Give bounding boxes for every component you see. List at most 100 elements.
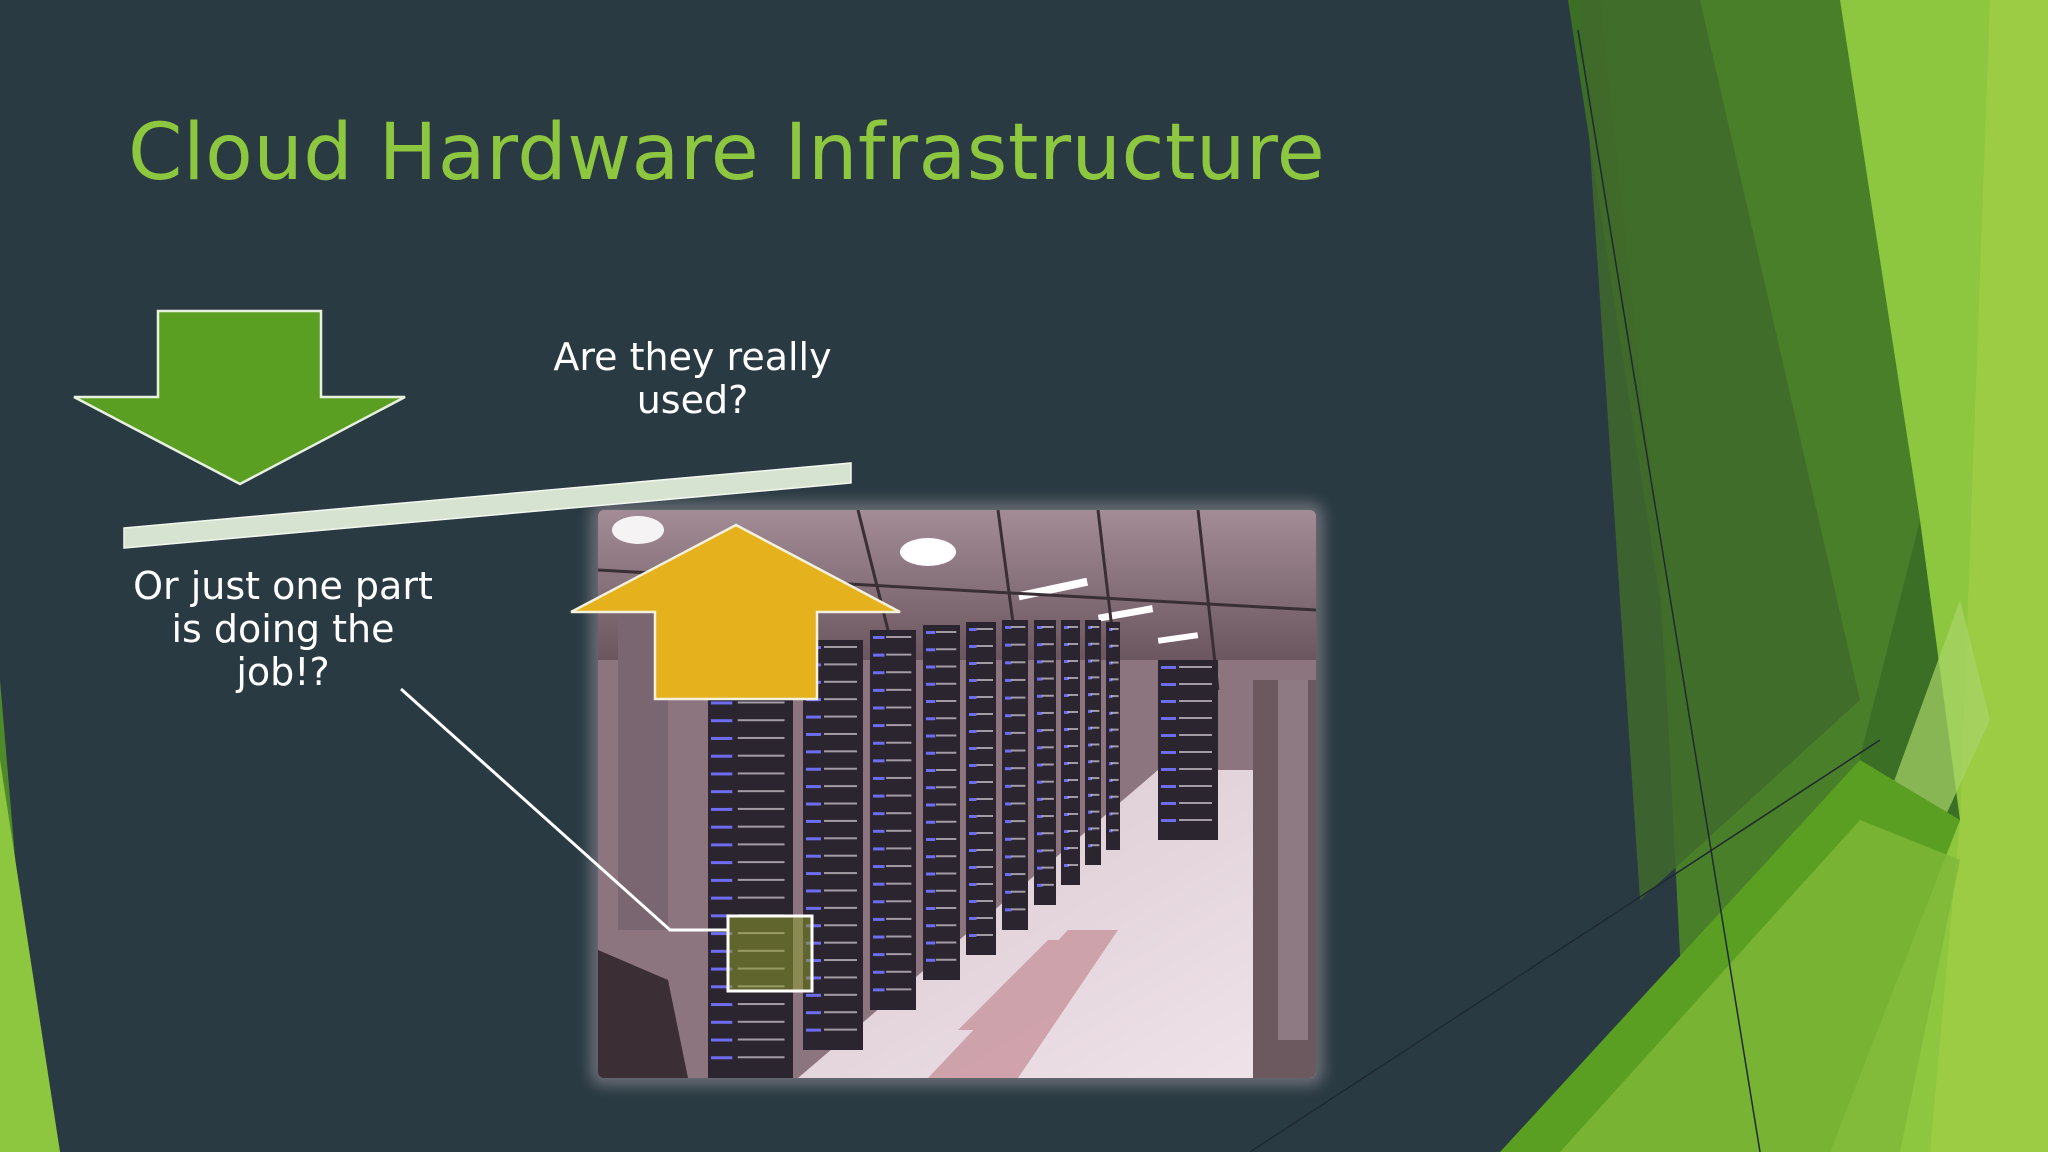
server-led xyxy=(1109,678,1113,682)
server-led xyxy=(969,696,977,699)
server-cable xyxy=(1179,666,1212,668)
photo-right-pillar xyxy=(1278,680,1308,1040)
server-led xyxy=(806,906,821,910)
server-rack xyxy=(1085,620,1101,865)
server-led xyxy=(1088,844,1092,848)
callout-connector-line xyxy=(399,687,728,932)
server-cable xyxy=(1179,683,1212,685)
right-facet-olive xyxy=(1580,0,1860,900)
server-led xyxy=(873,882,885,886)
server-cable xyxy=(824,941,857,944)
server-rack xyxy=(1061,620,1080,885)
right-facet-bottom-light xyxy=(1560,820,1960,1152)
server-led xyxy=(1064,796,1069,799)
server-cable xyxy=(824,785,857,788)
server-led xyxy=(1037,626,1043,629)
server-led xyxy=(1037,866,1043,870)
server-cable xyxy=(976,815,993,817)
server-led xyxy=(1064,728,1069,731)
server-cable xyxy=(1041,780,1054,783)
server-led xyxy=(926,665,936,669)
server-led xyxy=(1109,795,1113,799)
right-facet-lime xyxy=(1930,0,2048,1152)
server-led xyxy=(1088,642,1092,646)
server-led xyxy=(711,1003,733,1007)
server-cable xyxy=(824,715,857,718)
server-cable xyxy=(1067,677,1079,679)
server-cable xyxy=(824,732,857,735)
server-led xyxy=(969,747,977,750)
server-cable xyxy=(1090,676,1100,679)
server-led xyxy=(1005,784,1012,788)
server-led xyxy=(1161,785,1176,788)
server-cable xyxy=(1110,628,1119,630)
server-led xyxy=(1005,696,1012,700)
server-cable xyxy=(1179,734,1212,736)
server-led xyxy=(1037,694,1043,698)
server-cable xyxy=(737,843,785,846)
server-rack xyxy=(1158,660,1218,840)
server-led xyxy=(873,953,885,957)
server-cable xyxy=(824,854,857,857)
server-led xyxy=(873,706,885,710)
server-led xyxy=(1064,694,1069,697)
server-cable xyxy=(935,751,957,754)
server-led xyxy=(806,819,821,823)
server-cable xyxy=(976,696,993,698)
server-led xyxy=(711,985,733,989)
server-cable xyxy=(1110,829,1119,832)
server-cable xyxy=(737,1056,785,1059)
server-led xyxy=(873,671,885,675)
server-cable xyxy=(935,786,957,789)
server-led xyxy=(1037,780,1043,784)
server-cable xyxy=(976,866,993,868)
server-cable xyxy=(1011,661,1026,664)
server-cable xyxy=(1067,864,1079,866)
server-led xyxy=(1064,847,1069,850)
server-cable xyxy=(1110,795,1119,798)
server-cable xyxy=(1067,643,1079,645)
server-cable xyxy=(1041,763,1054,766)
server-cable xyxy=(1067,694,1079,696)
server-cable xyxy=(737,1003,785,1006)
server-cable xyxy=(935,820,957,823)
server-led xyxy=(711,754,733,758)
server-cable xyxy=(824,663,857,666)
server-cable xyxy=(1011,873,1026,876)
server-cable xyxy=(1011,696,1026,699)
server-cable xyxy=(737,878,785,881)
server-cable xyxy=(886,829,912,832)
server-cable xyxy=(976,730,993,732)
server-led xyxy=(1037,677,1043,681)
server-led xyxy=(711,790,733,794)
server-cable xyxy=(737,754,785,757)
server-cable xyxy=(1041,849,1054,852)
arrow-up-icon xyxy=(570,523,901,701)
server-cable xyxy=(1090,810,1100,813)
server-led xyxy=(806,993,821,997)
server-led xyxy=(1064,779,1069,782)
server-led xyxy=(926,769,936,772)
server-rack xyxy=(870,630,916,1010)
server-led xyxy=(711,878,733,882)
server-cable xyxy=(886,759,912,762)
server-cable xyxy=(1067,711,1079,713)
server-cable xyxy=(886,900,912,903)
left-facet-light xyxy=(0,760,60,1152)
server-led xyxy=(926,700,936,703)
server-led xyxy=(873,829,885,833)
server-led xyxy=(1005,820,1012,824)
server-cable xyxy=(1041,694,1054,697)
server-cable xyxy=(1179,768,1212,770)
server-cable xyxy=(935,889,957,892)
slide-title: Cloud Hardware Infrastructure xyxy=(128,108,1326,198)
server-cable xyxy=(824,646,857,648)
server-led xyxy=(873,636,885,639)
server-cable xyxy=(1090,777,1100,780)
server-cable xyxy=(976,628,993,630)
server-led xyxy=(1064,762,1069,765)
server-cable xyxy=(976,662,993,664)
server-cable xyxy=(1110,728,1119,731)
server-led xyxy=(1037,763,1043,767)
